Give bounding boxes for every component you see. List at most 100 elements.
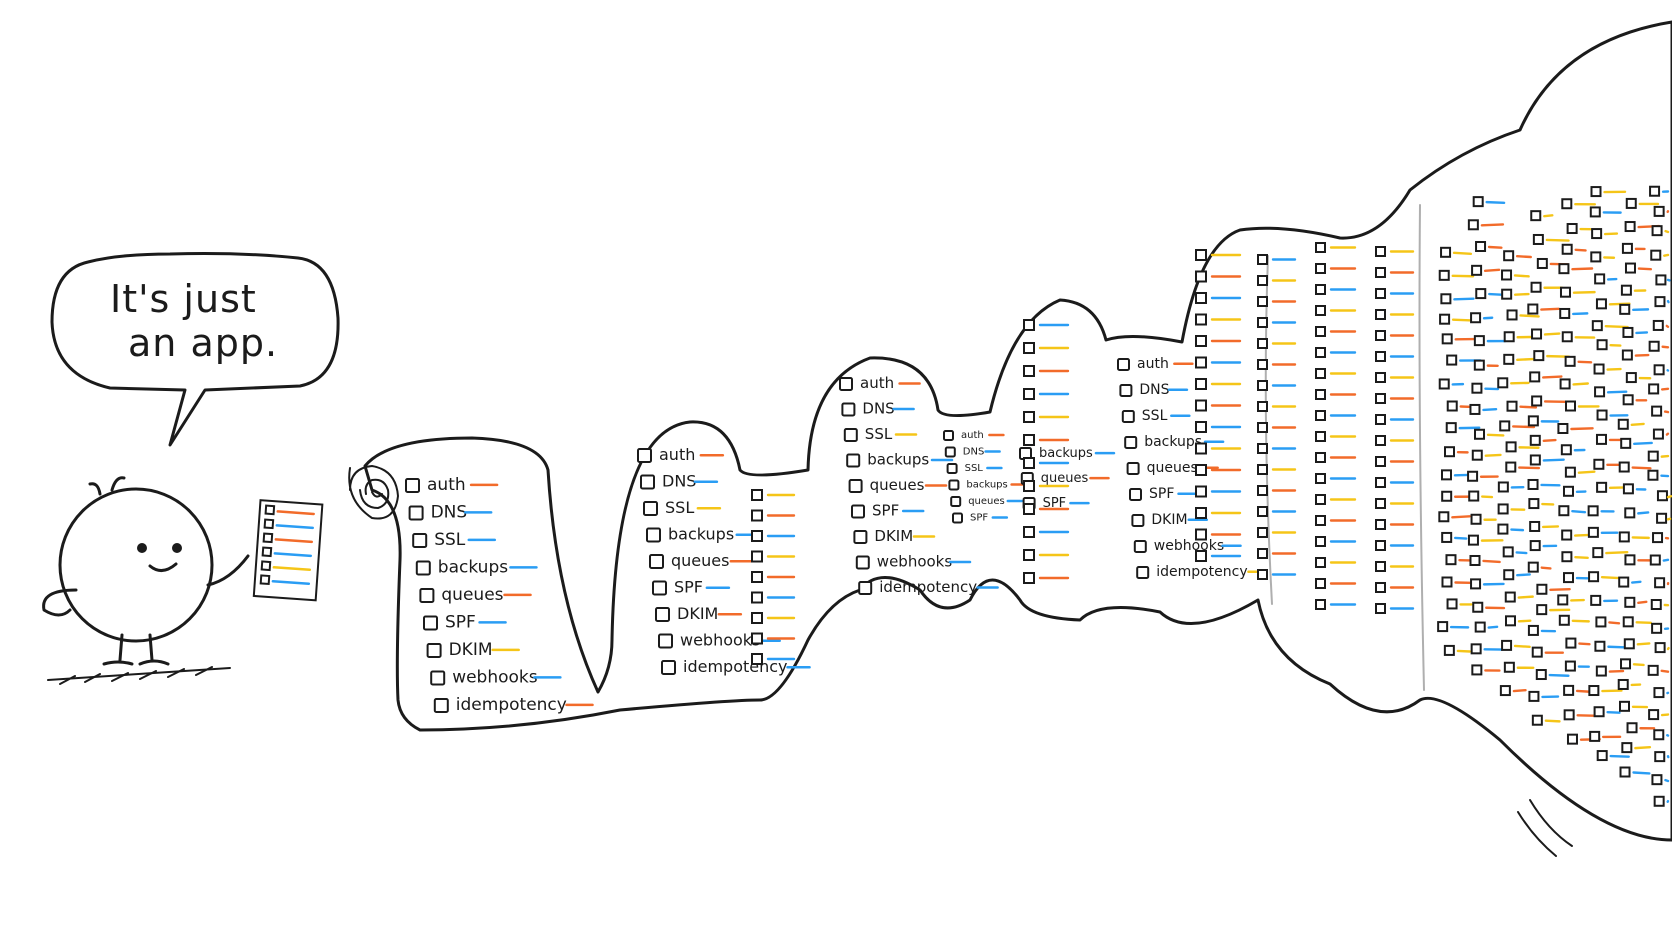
card-line [271, 580, 311, 586]
checklist-item: backups [1124, 434, 1225, 450]
dense-line [1453, 536, 1468, 540]
dense-line [1578, 642, 1591, 646]
checkbox-icon [1617, 418, 1629, 430]
checkbox-icon [1501, 288, 1513, 300]
checkbox-icon [1195, 507, 1207, 519]
checkbox-icon [1558, 263, 1570, 275]
dense-line [1666, 517, 1672, 521]
checkbox-icon [1593, 363, 1605, 375]
checkbox-icon [637, 448, 652, 463]
checkbox-icon [1470, 513, 1482, 525]
checkbox-icon [1621, 242, 1633, 254]
checkbox-icon [1499, 685, 1511, 697]
checkbox-icon [264, 504, 276, 516]
checkbox-icon [1587, 526, 1599, 538]
checkbox-icon [1654, 751, 1666, 763]
item-label: auth [659, 445, 695, 464]
checkbox-icon [1195, 335, 1207, 347]
checkbox-icon [652, 580, 667, 596]
checkbox-icon [1503, 661, 1515, 673]
checkbox-icon [1257, 443, 1268, 454]
checkbox-icon [1195, 270, 1207, 283]
checkbox-icon [1444, 446, 1456, 458]
checkbox-icon [1563, 709, 1575, 721]
item-label: queues [870, 476, 925, 494]
checkbox-icon [1315, 347, 1326, 358]
checklist-card [252, 499, 324, 602]
checkbox-icon [1375, 393, 1386, 404]
checklist-item: SPF [851, 502, 925, 520]
checkbox-icon [1654, 577, 1666, 589]
dense-line [1637, 600, 1648, 605]
dense-line [1660, 669, 1670, 673]
checkbox-icon [1195, 442, 1207, 455]
checkbox-icon [1467, 219, 1479, 231]
checkbox-icon [1375, 582, 1386, 593]
item-label: SPF [1149, 486, 1174, 502]
item-label: auth [860, 374, 894, 392]
checkbox-icon [1588, 571, 1600, 583]
dense-line [1510, 528, 1525, 532]
checkbox-icon [1438, 269, 1450, 281]
checkbox-icon [1375, 330, 1386, 341]
checklist-item: SSL [843, 425, 918, 443]
checkbox-icon [841, 402, 856, 417]
checkbox-icon [1624, 554, 1636, 566]
dense-line [1545, 238, 1570, 242]
checkbox-icon [1501, 639, 1513, 651]
checkbox-icon [1257, 485, 1268, 496]
checkbox-icon [1533, 350, 1545, 362]
checkbox-icon [1023, 480, 1035, 492]
checkbox-icon [1620, 284, 1632, 296]
checklist-item: idempotency [858, 578, 999, 596]
checkbox-icon [1375, 267, 1386, 278]
dense-line [1604, 324, 1629, 329]
checkbox-icon [1595, 665, 1607, 677]
checkbox-icon [1315, 557, 1326, 568]
dense-line [1634, 746, 1652, 750]
item-label: SSL [434, 530, 466, 550]
checkbox-icon [1648, 340, 1660, 352]
checkbox-icon [1023, 503, 1035, 515]
checkbox-icon [1441, 490, 1453, 502]
checkbox-icon [1023, 319, 1035, 331]
dense-line [1516, 573, 1531, 577]
checkbox-icon [751, 489, 763, 501]
motion-lines [1517, 799, 1573, 857]
dense-line [1664, 778, 1670, 783]
checkbox-icon [1590, 251, 1602, 263]
dense-line [1664, 229, 1670, 234]
checkbox-icon [1559, 307, 1571, 319]
checkbox-icon [1467, 534, 1479, 546]
item-label: webhooks [452, 668, 538, 688]
checkbox-icon [1647, 450, 1659, 462]
checklist-item: SSL [1121, 408, 1191, 424]
checkbox-icon [1622, 483, 1634, 495]
item-label: queues [968, 496, 1005, 507]
checkbox-icon [1653, 795, 1665, 807]
dense-line [1632, 663, 1645, 667]
item-label: SSL [665, 498, 694, 517]
checkbox-icon [1624, 596, 1636, 608]
dense-line [1542, 458, 1565, 462]
checkbox-icon [1375, 309, 1386, 320]
dense-line [1600, 576, 1621, 580]
checklist-item: auth [1117, 356, 1194, 372]
checkbox-icon [640, 474, 655, 490]
checkbox-icon [1596, 750, 1608, 762]
checkbox-icon [1590, 186, 1602, 198]
checkbox-icon [1595, 298, 1607, 310]
checkbox-icon [1195, 528, 1207, 541]
checkbox-icon [1470, 578, 1482, 590]
item-label: SSL [865, 425, 893, 443]
checkbox-icon [1502, 546, 1514, 558]
checklist-item: SSL [946, 463, 1003, 474]
checkbox-icon [751, 550, 763, 563]
card-line [275, 524, 314, 530]
item-label: SPF [970, 513, 988, 524]
checklist-item: queues [1126, 460, 1219, 476]
checkbox-icon [1023, 434, 1035, 446]
checklist-item: queues [649, 551, 755, 570]
checkbox-icon [1195, 292, 1207, 304]
